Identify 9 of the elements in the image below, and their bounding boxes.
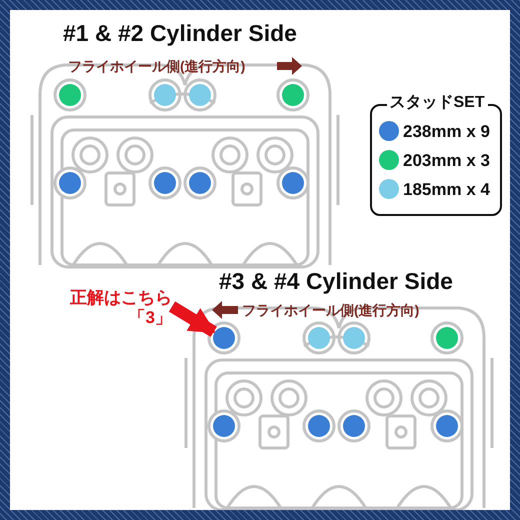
legend-label: 185mm x 4 <box>403 180 490 198</box>
legend-label: 203mm x 3 <box>403 152 490 168</box>
legend-title: スタッドSET <box>386 95 488 111</box>
direction-label: フライホイール側(進行方向) <box>242 303 420 317</box>
callout-text: 正解はこちら「3」 <box>55 288 172 329</box>
direction-label: フライホイール側(進行方向) <box>68 59 246 73</box>
heading: #1 & #2 Cylinder Side <box>63 22 297 44</box>
heading: #3 & #4 Cylinder Side <box>219 270 453 292</box>
legend-label: 238mm x 9 <box>403 122 490 140</box>
